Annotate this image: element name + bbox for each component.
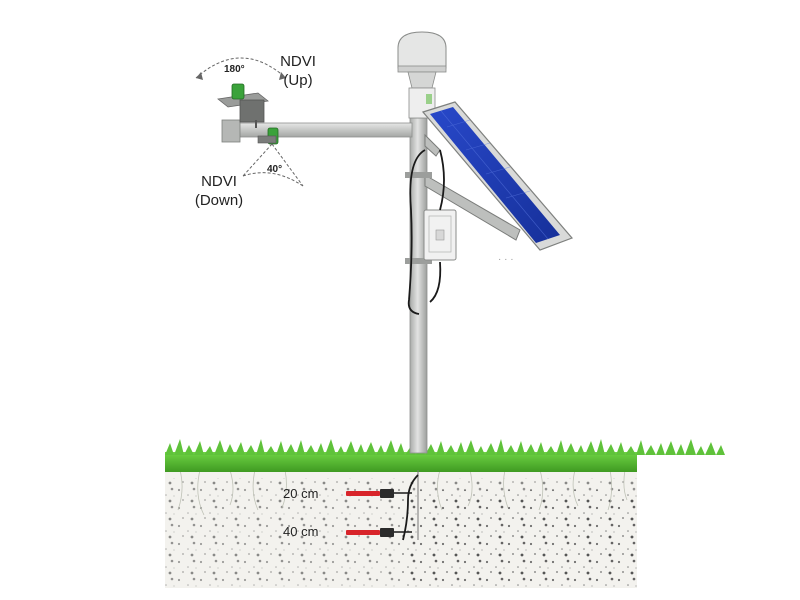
solar-panel <box>421 101 574 251</box>
ndvi-down-line2: (Down) <box>194 192 244 209</box>
grass-roots <box>177 469 628 516</box>
depth-20cm-label: 20 cm <box>283 486 319 501</box>
depth-40cm-label: 40 cm <box>283 524 319 539</box>
angle-up-label: 180° <box>224 64 245 75</box>
angle-arc-up <box>195 57 287 80</box>
ndvi-down-sensor <box>257 127 279 145</box>
soil-probe-20cm <box>346 489 412 498</box>
ndvi-up-line1: NDVI <box>280 53 316 70</box>
cables <box>402 149 445 541</box>
ndvi-down-label: NDVI (Down) <box>186 172 252 210</box>
data-logger-enclosure <box>423 209 457 261</box>
ndvi-down-line1: NDVI <box>201 173 237 190</box>
grass <box>165 439 725 472</box>
horizontal-arm <box>231 122 413 138</box>
angle-arc-down <box>242 143 304 187</box>
angle-down-label: 40° <box>267 164 283 175</box>
pole-band-upper <box>405 172 432 178</box>
soil-probe-40cm <box>346 528 412 537</box>
ndvi-up-label: NDVI (Up) <box>268 52 328 90</box>
soil <box>165 469 637 588</box>
pole-band-lower <box>405 258 432 264</box>
faint-dots: · · · <box>498 254 514 265</box>
panel-bracket <box>424 133 521 241</box>
rain-gauge <box>397 31 447 119</box>
ndvi-up-line2: (Up) <box>283 72 313 89</box>
ndvi-up-sensor <box>217 83 269 128</box>
arm-clamp <box>221 119 241 143</box>
